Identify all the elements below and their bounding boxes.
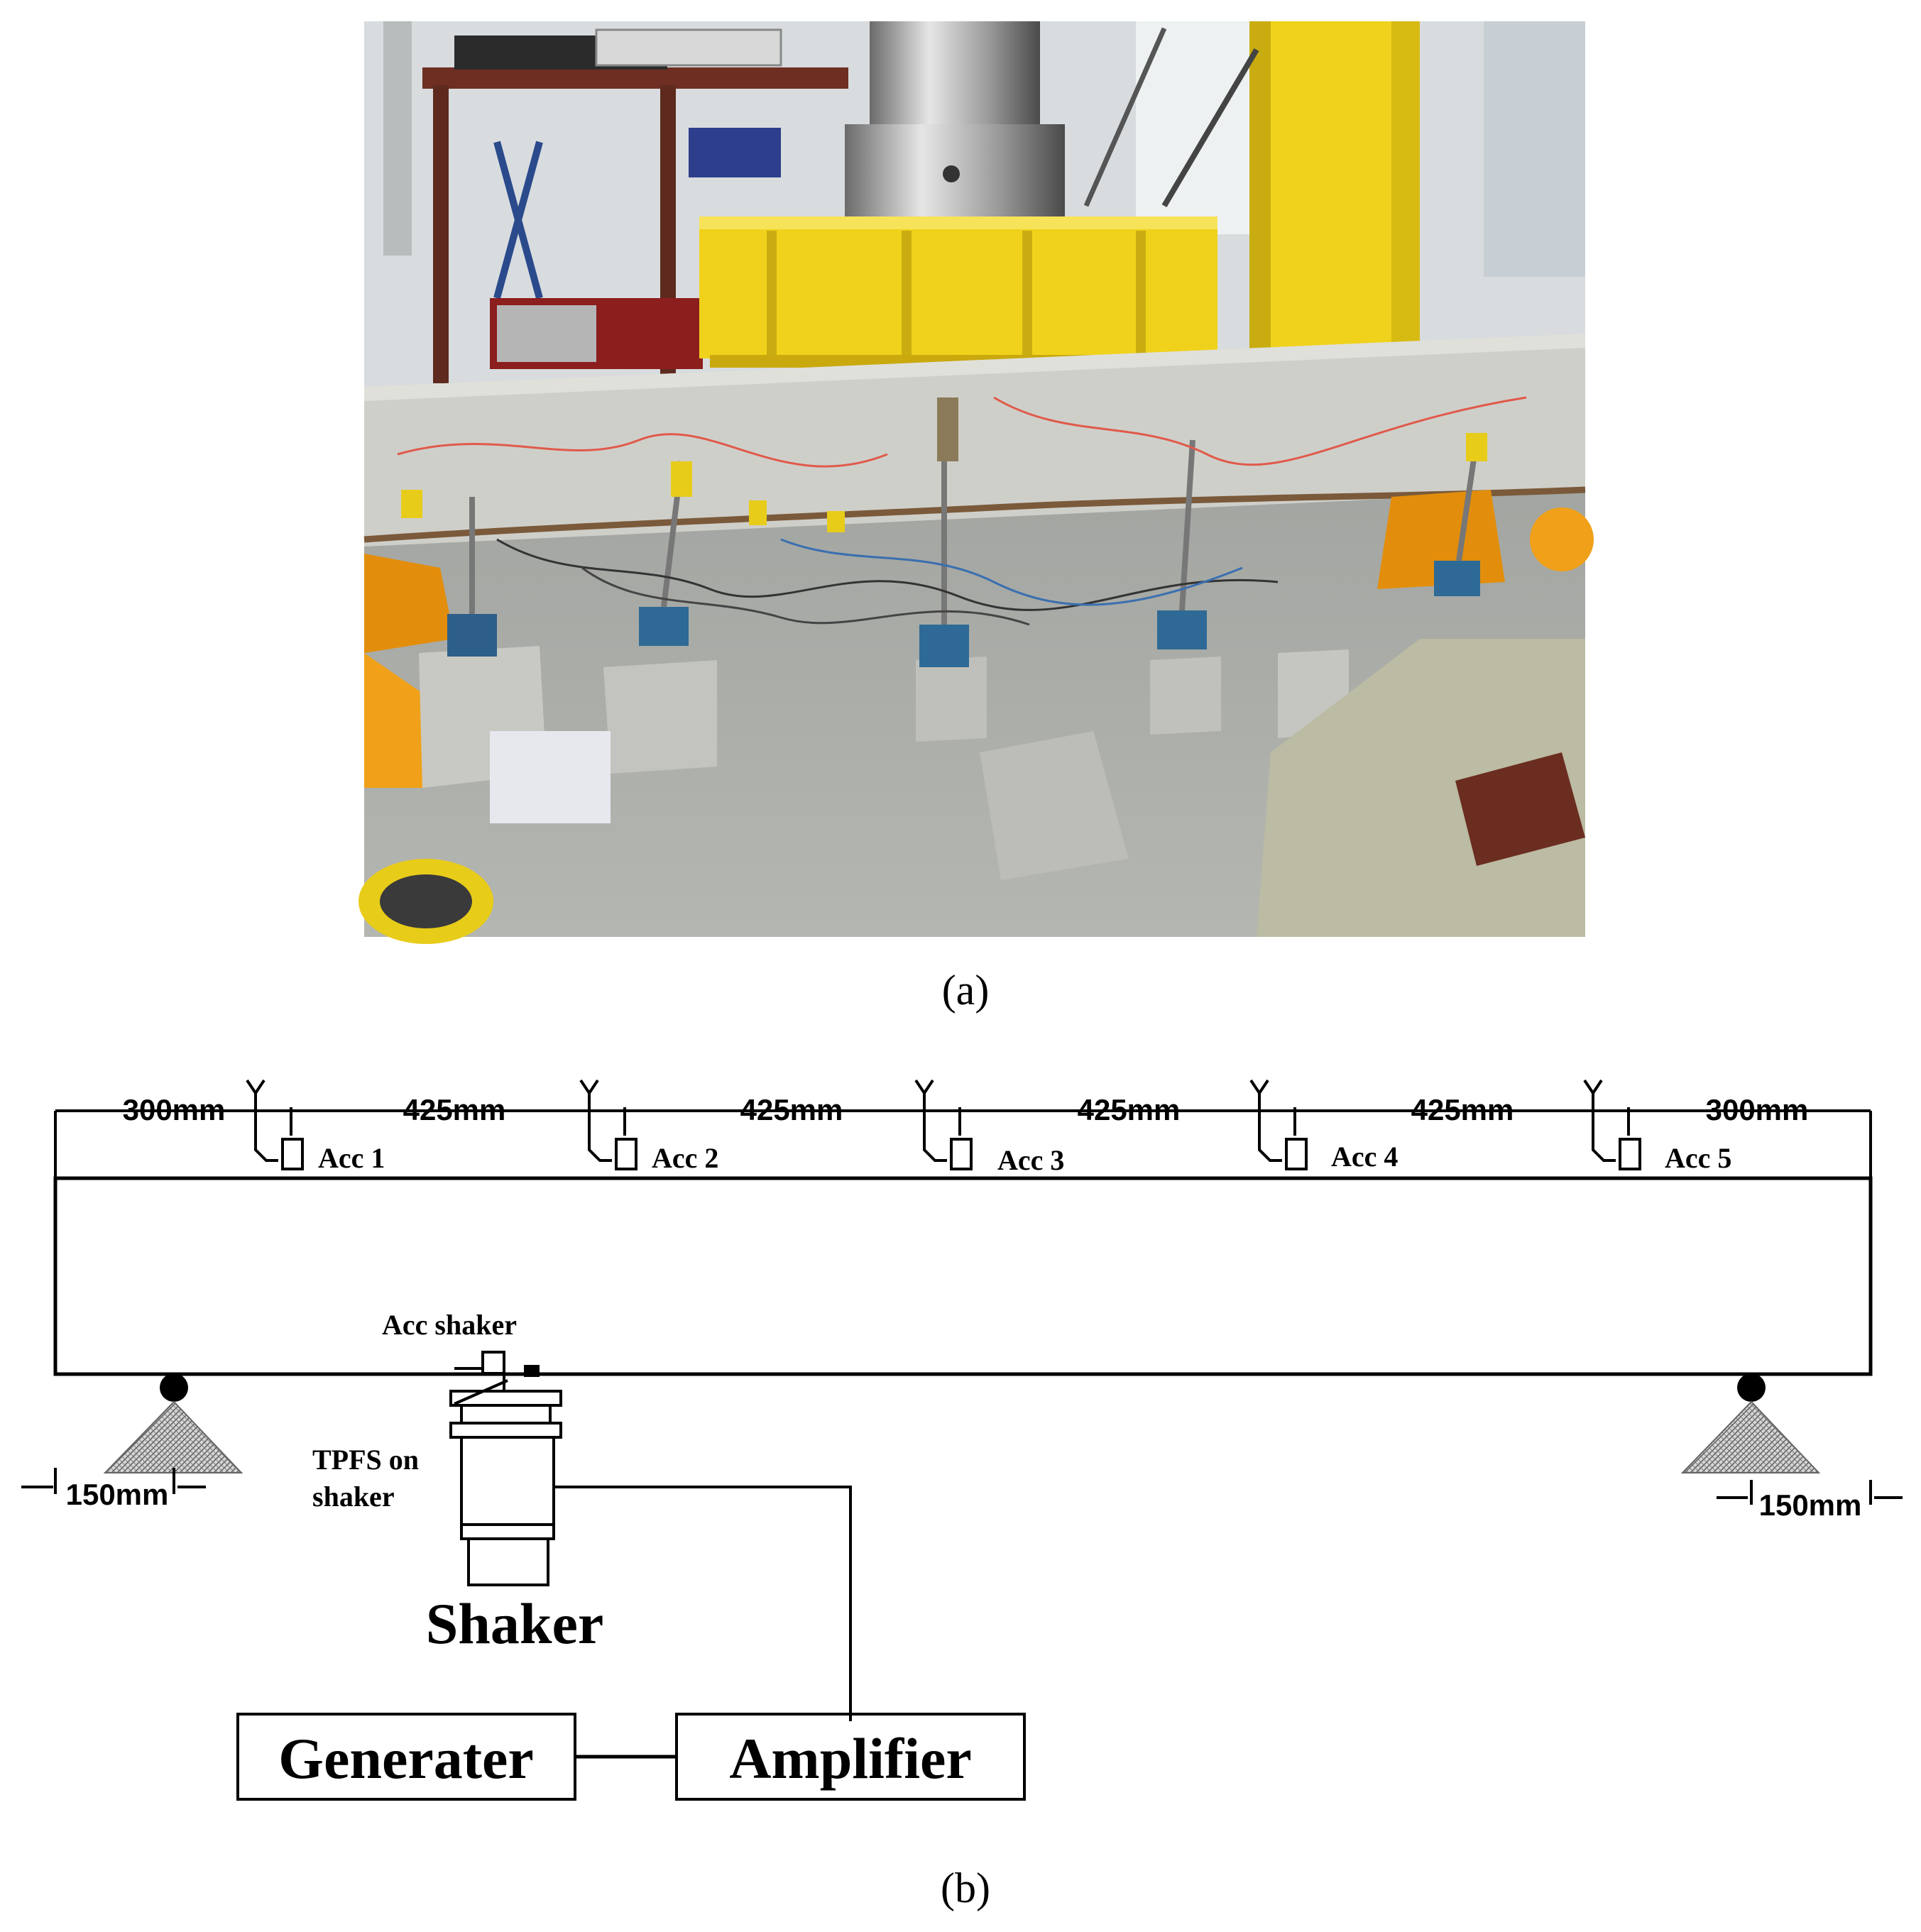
acc-label-2: Acc 2 [652,1142,718,1174]
spacing-label-4: 425mm [1078,1093,1181,1126]
photo-concrete-beam [363,334,1586,547]
lab-photo [359,21,1594,944]
amplifier-box [675,1713,1026,1801]
spacing-label-2: 425mm [403,1093,506,1126]
schematic [21,1079,1903,1801]
photo-actuator [845,21,1065,224]
support-offset-label-left: 150mm [66,1478,169,1511]
photo-column [383,21,412,256]
tpfs-label-line2: shaker [312,1481,395,1513]
support-left [103,1373,243,1473]
acc-shaker-label: Acc shaker [382,1309,517,1341]
sensor-marker-2 [579,1079,637,1170]
acc-label-5: Acc 5 [1665,1142,1731,1174]
spacing-label-3: 425mm [740,1093,843,1126]
photo-spreader-beam [699,216,1217,368]
tpfs-label-line1: TPFS on [312,1444,419,1476]
shaker [449,1351,562,1586]
accelerometer-labels: Acc 1 Acc 2 Acc 3 Acc 4 Acc 5 [318,1141,1731,1176]
dimension-labels: 300mm 425mm 425mm 425mm 425mm 300mm 150m… [66,1093,1862,1522]
sensor-marker-5 [1583,1079,1641,1170]
sensor-marker-4 [1249,1079,1308,1170]
photo-supports [364,490,1594,788]
acc-label-3: Acc 3 [997,1144,1064,1176]
shaker-label: Shaker [426,1591,604,1656]
caption-b: (b) [941,1865,990,1911]
photo-window [1484,21,1585,277]
photo-lvdts [401,397,1487,667]
acc-label-4: Acc 4 [1331,1141,1398,1173]
spacing-label-6: 300mm [1706,1093,1809,1126]
generator-box [236,1713,576,1801]
sensor-marker-3 [914,1079,973,1170]
photo-bag [490,731,611,823]
support-dim-left [21,1468,206,1494]
spacing-label-1: 300mm [123,1093,226,1126]
shaker-amplifier-wire [554,1486,852,1721]
generator-label: Generater [278,1726,534,1791]
spacing-label-5: 425mm [1411,1093,1514,1126]
support-right [1680,1373,1821,1473]
photo-table [422,28,848,383]
acc-label-1: Acc 1 [318,1142,385,1174]
photo-wires [397,396,1527,626]
beam [53,1176,1873,1376]
amplifier-label: Amplifier [729,1726,972,1791]
support-dim-right [1717,1480,1903,1505]
sensor-marker-1 [246,1079,304,1170]
photo-yellow-frame [1083,21,1420,355]
caption-a: (a) [942,967,990,1014]
support-offset-label-right: 150mm [1759,1488,1862,1522]
photo-daq [490,298,703,369]
